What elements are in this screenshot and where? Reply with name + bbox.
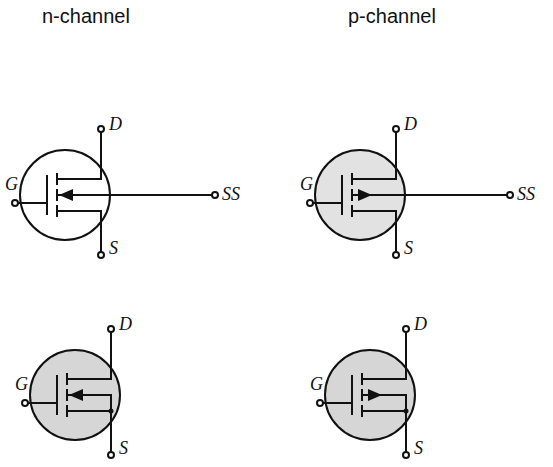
substrate-label: SS (222, 185, 240, 203)
gate-label: G (15, 375, 28, 393)
gate-label: G (310, 375, 323, 393)
drain-label: D (404, 115, 417, 133)
source-label: S (414, 439, 423, 457)
source-label: S (404, 239, 413, 257)
channel-heading: p-channel (348, 6, 436, 26)
drain-label: D (109, 115, 122, 133)
substrate-label: SS (517, 185, 535, 203)
p-mosfet-substrate (307, 126, 513, 258)
gate-label: G (5, 175, 18, 193)
drain-label: D (414, 315, 427, 333)
source-label: S (119, 439, 128, 457)
p-mosfet (317, 326, 415, 458)
source-label: S (109, 239, 118, 257)
gate-label: G (300, 175, 313, 193)
n-mosfet (22, 326, 120, 458)
drain-label: D (119, 315, 132, 333)
n-mosfet-substrate (12, 126, 218, 258)
channel-heading: n-channel (42, 6, 130, 26)
